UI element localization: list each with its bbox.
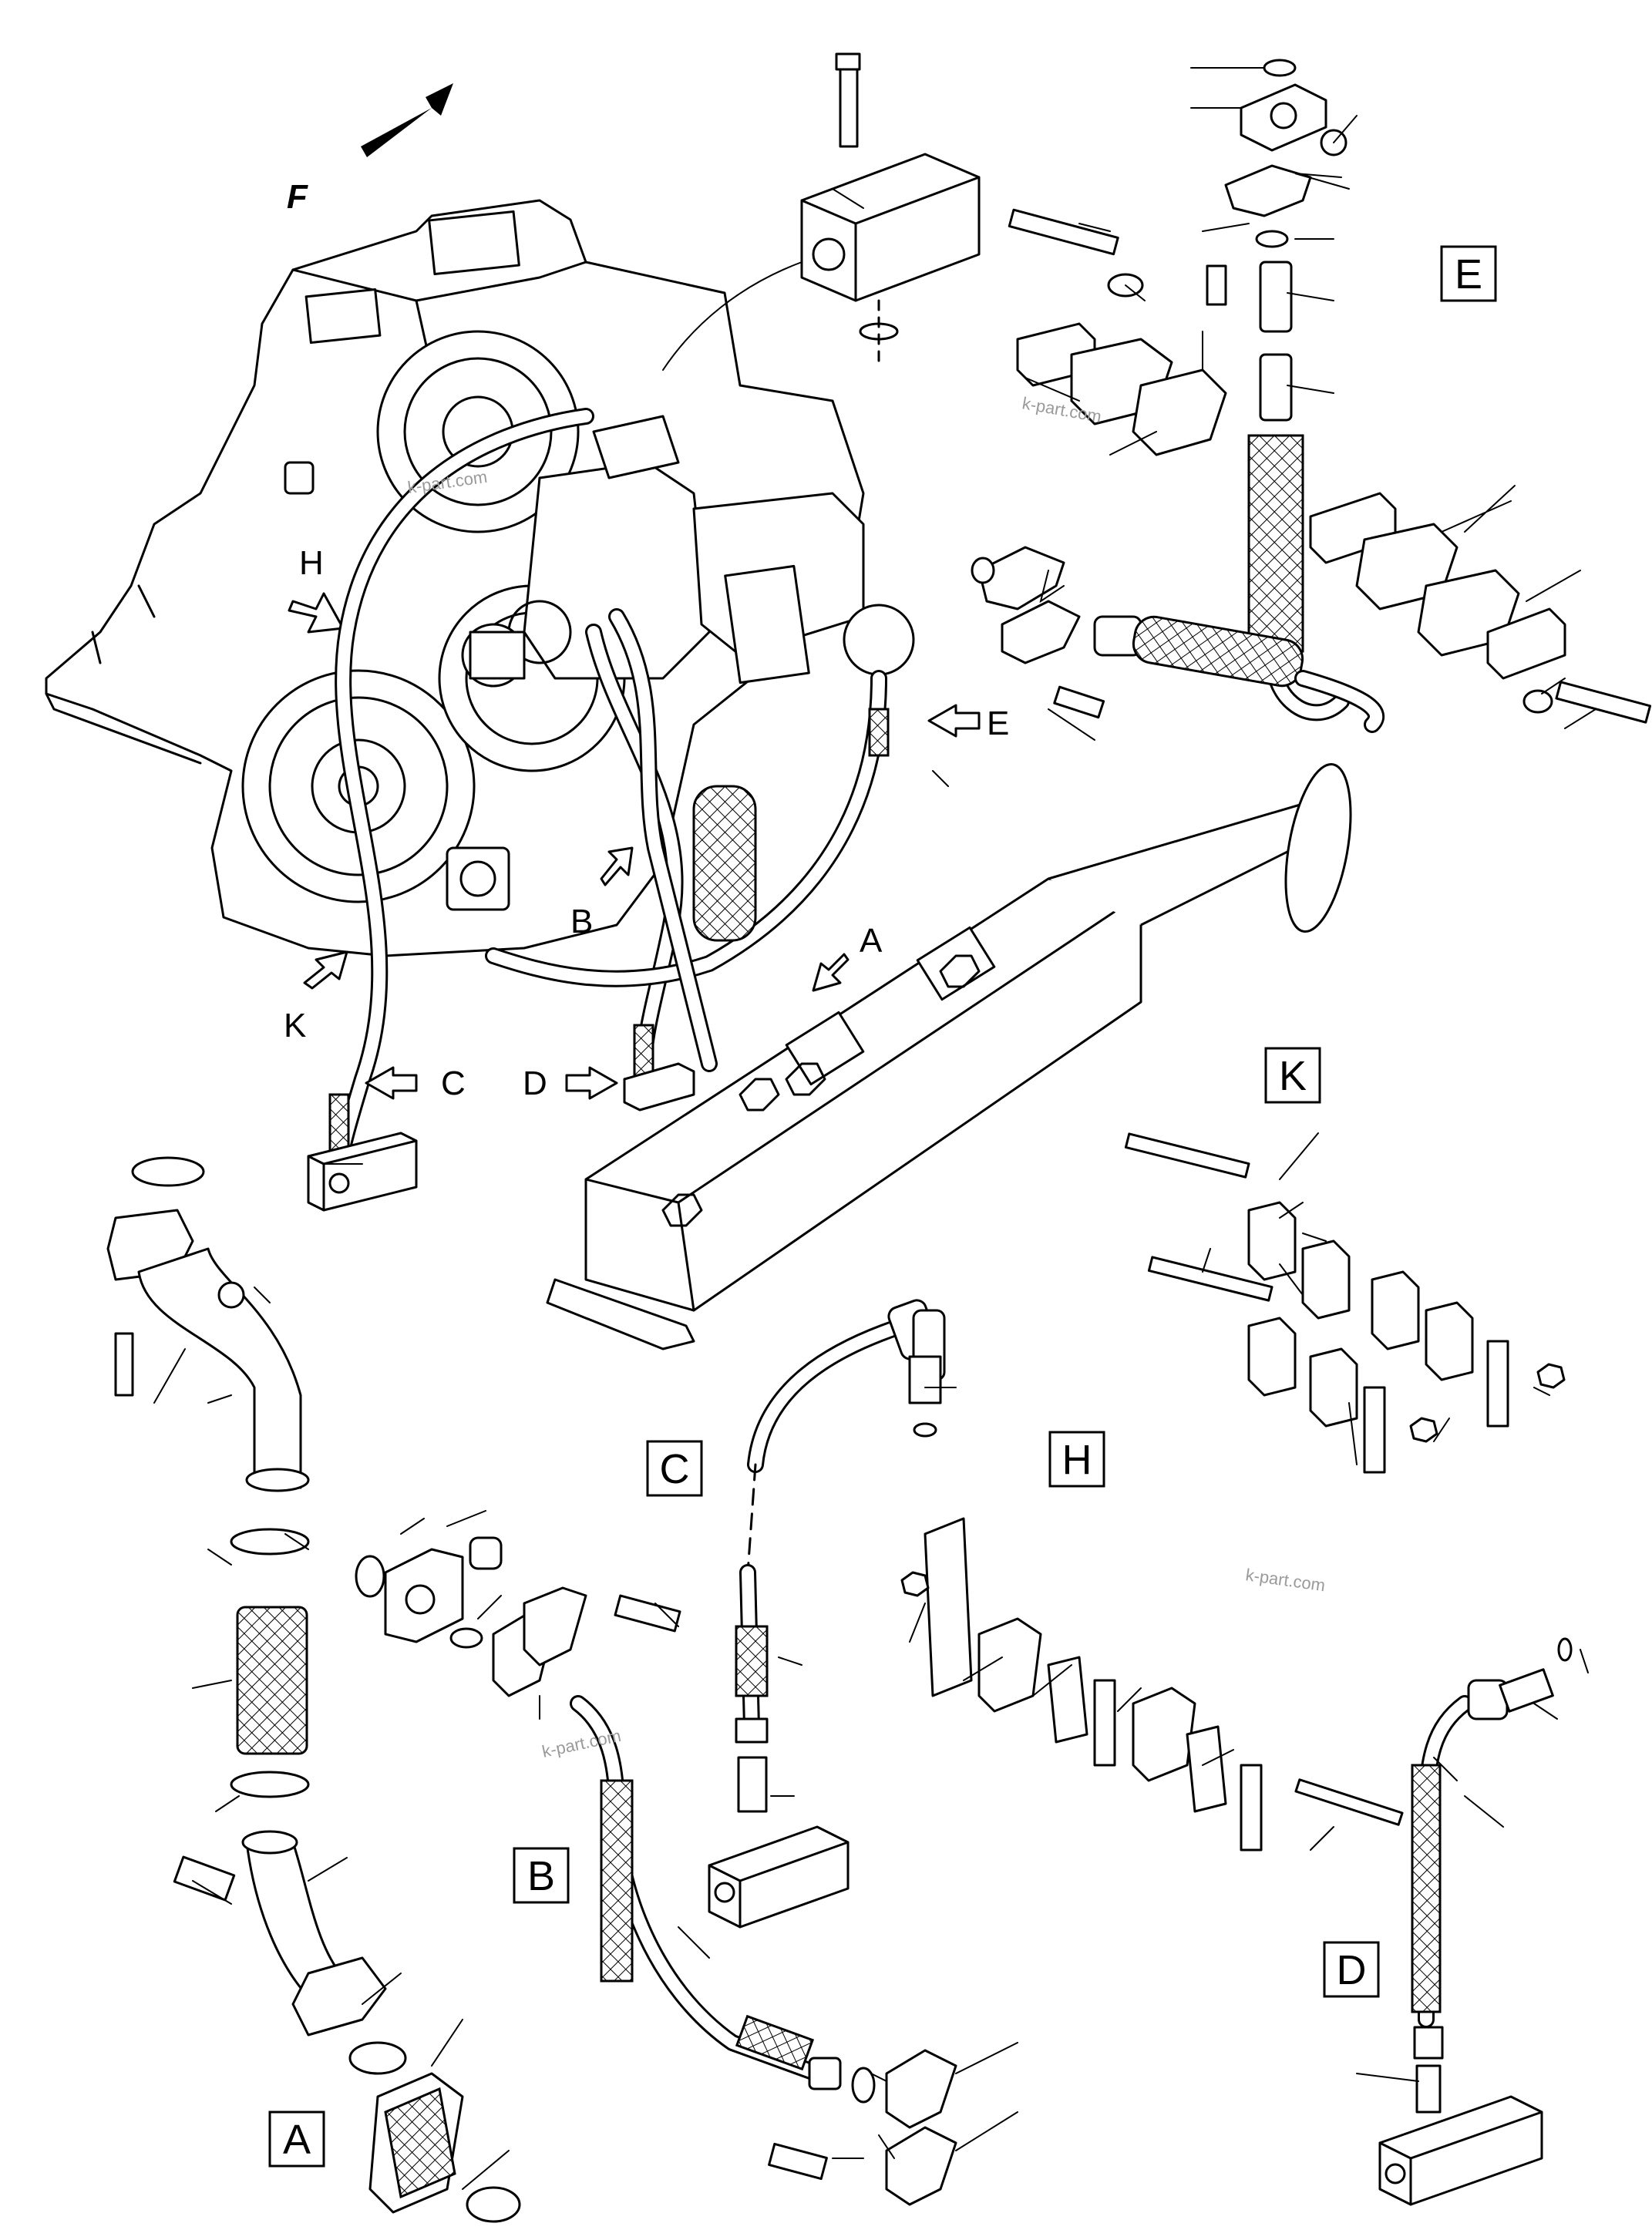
cooler-assembly [546, 762, 1352, 1350]
view-arrow-label-a: A [860, 922, 883, 960]
detail-box-h: H [1048, 1431, 1105, 1488]
view-arrow-label-h: H [299, 544, 324, 582]
detail-h-parts [900, 1517, 1404, 1852]
detail-e-parts [971, 59, 1652, 733]
view-arrow-label-b: B [570, 903, 593, 940]
direction-marker: F [287, 83, 453, 216]
view-arrow-h-icon [288, 592, 345, 634]
view-arrow-k-icon [303, 950, 348, 990]
view-arrow-labels: H E B A K C D [284, 544, 1009, 1102]
detail-d-parts [1378, 1637, 1573, 2206]
transmission-housing [45, 199, 981, 992]
view-arrow-a-icon [812, 953, 850, 992]
pump-assembly [461, 415, 915, 688]
detail-box-c-label: C [660, 1446, 690, 1492]
direction-marker-letter: F [287, 178, 308, 216]
detail-b-parts [355, 1536, 957, 2206]
view-arrow-label-e: E [987, 705, 1009, 742]
detail-box-e-label: E [1455, 251, 1482, 298]
detail-box-d: D [1323, 1941, 1380, 1998]
detail-k-parts [1124, 1132, 1566, 1474]
detail-box-b: B [513, 1847, 570, 1904]
view-arrow-label-c: C [441, 1065, 466, 1102]
valve-block-detail [662, 52, 981, 371]
detail-box-a-label: A [283, 2117, 311, 2163]
detail-box-d-label: D [1337, 1947, 1367, 1993]
detail-box-c: C [646, 1440, 703, 1497]
view-arrow-e-icon [927, 704, 981, 738]
hydraulic-hoses [307, 408, 890, 1212]
watermark-text: k-part.com [1244, 1565, 1326, 1595]
view-arrow-b-icon [600, 846, 634, 886]
detail-c-parts [708, 1299, 946, 1929]
leader-lines [153, 67, 1596, 2190]
detail-a-parts [106, 1156, 521, 2223]
detail-box-k-label: K [1279, 1053, 1307, 1099]
detail-box-b-label: B [527, 1853, 555, 1899]
view-arrow-label-d: D [523, 1065, 547, 1102]
detail-box-e: E [1440, 245, 1497, 302]
forward-arrow-icon [361, 83, 453, 157]
detail-box-k: K [1264, 1047, 1321, 1104]
detail-box-h-label: H [1062, 1437, 1092, 1483]
detail-box-a: A [268, 2111, 325, 2168]
view-arrow-label-k: K [284, 1007, 306, 1044]
